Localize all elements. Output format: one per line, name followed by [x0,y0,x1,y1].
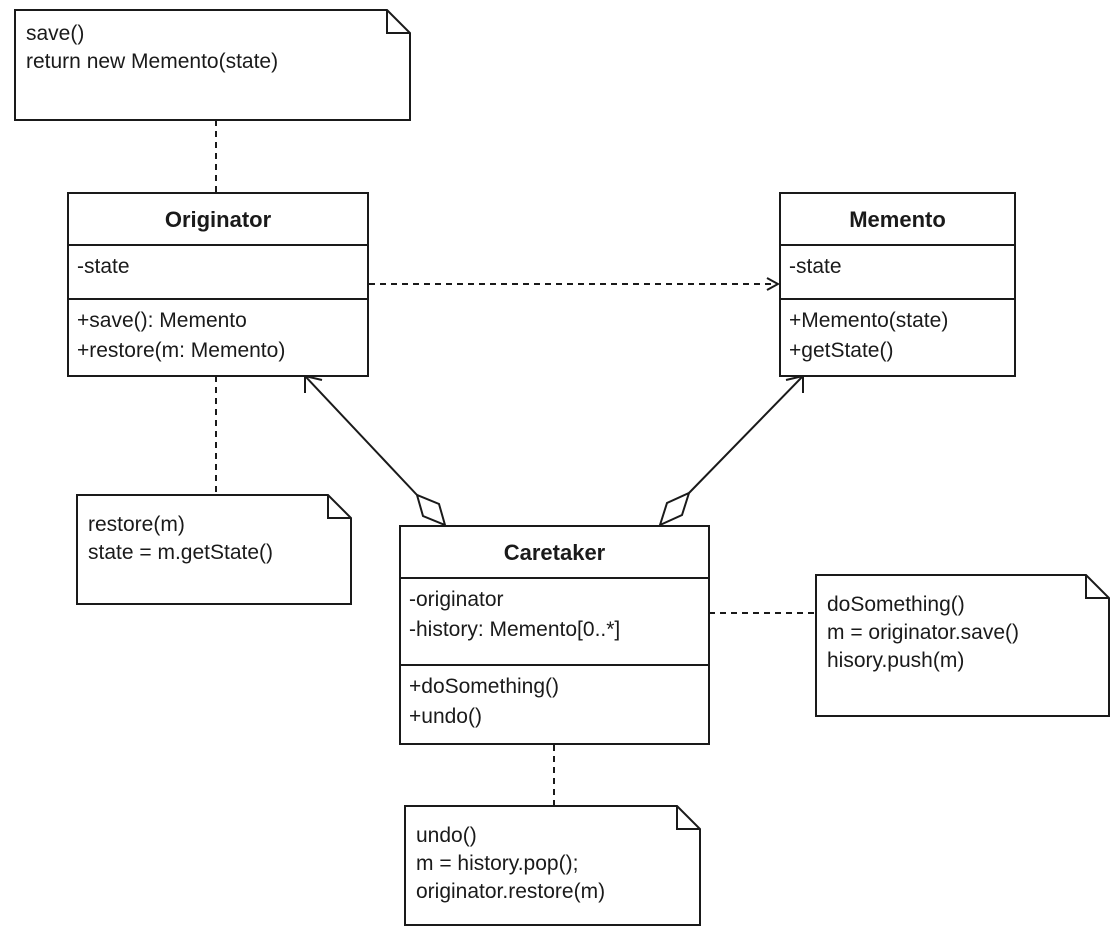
note-save: save() return new Memento(state) [16,12,278,76]
note-restore-shape [76,494,352,605]
class-caretaker-operation: +undo() [409,705,482,728]
note-undo-line-3: originator.restore(m) [416,880,606,903]
class-memento-operations: +Memento(state) +getState() [781,298,1014,366]
note-do-something-shape [815,574,1110,717]
note-do-something-line-2: m = originator.save() [827,621,1019,644]
class-caretaker-attribute: -originator [409,588,504,611]
aggregation-to-memento-diamond [658,491,691,527]
class-originator: Originator -state +save(): Memento +rest… [67,192,369,377]
note-undo-line-2: m = history.pop(); [416,852,579,875]
class-originator-operations: +save(): Memento +restore(m: Memento) [69,298,367,366]
note-undo: undo() m = history.pop(); originator.res… [406,814,605,906]
class-caretaker-name: Caretaker [401,527,708,579]
class-memento-name: Memento [781,194,1014,246]
note-save-line-2: return new Memento(state) [26,50,279,73]
class-caretaker-operation: +doSomething() [409,675,560,698]
note-do-something-line-1: doSomething() [827,593,965,616]
class-caretaker-attribute: -history: Memento[0..*] [409,618,621,641]
class-caretaker-attributes: -originator -history: Memento[0..*] [401,579,708,664]
class-memento: Memento -state +Memento(state) +getState… [779,192,1016,377]
class-originator-operation: +save(): Memento [77,309,247,332]
note-restore-line-1: restore(m) [88,513,185,536]
note-restore-fold [327,495,351,519]
class-caretaker: Caretaker -originator -history: Memento[… [399,525,710,745]
class-originator-operation: +restore(m: Memento) [77,339,286,362]
note-undo-line-1: undo() [416,824,477,847]
class-originator-attribute: -state [77,255,130,278]
note-do-something-fold [1085,575,1109,599]
class-originator-name: Originator [69,194,367,246]
note-save-line-1: save() [26,22,85,45]
class-memento-operation: +Memento(state) [789,309,949,332]
class-memento-attribute: -state [789,255,842,278]
aggregation-to-memento-line [688,375,804,494]
note-restore: restore(m) state = m.getState() [78,503,273,567]
class-caretaker-operations: +doSomething() +undo() [401,664,708,732]
class-originator-attributes: -state [69,246,367,298]
class-memento-operation: +getState() [789,339,894,362]
aggregation-to-originator-line [304,375,418,496]
note-save-fold [386,10,410,34]
note-save-shape [14,9,411,121]
note-undo-shape [404,805,701,926]
note-restore-line-2: state = m.getState() [88,541,274,564]
class-memento-attributes: -state [781,246,1014,298]
note-do-something-line-3: hisory.push(m) [827,649,965,672]
aggregation-to-originator-diamond [415,493,447,527]
note-do-something: doSomething() m = originator.save() hiso… [817,583,1019,675]
note-undo-fold [676,806,700,830]
